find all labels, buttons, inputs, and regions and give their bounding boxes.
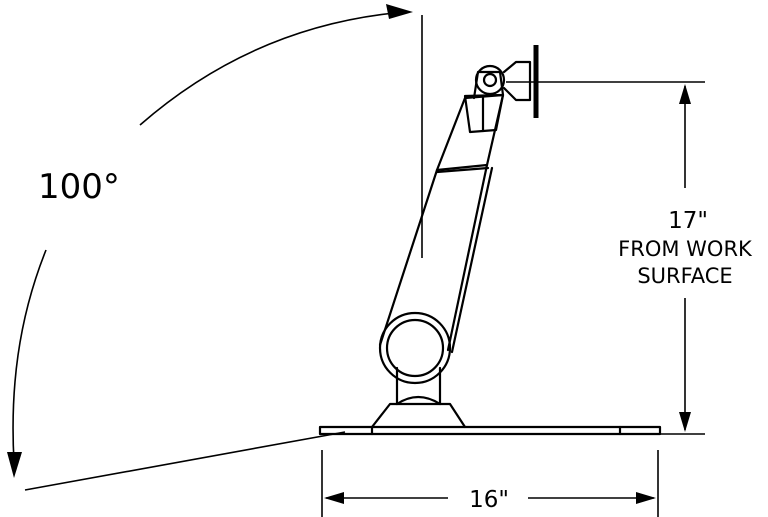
tilt-arc-lower — [12, 249, 47, 463]
elbow-joint — [378, 311, 452, 385]
base-assembly — [318, 366, 662, 436]
tilt-pivot-inner — [482, 72, 498, 88]
width-value-label: 16" — [469, 487, 509, 513]
height-dimension: 17" FROM WORK SURFACE — [506, 81, 753, 435]
lower-arm-outline — [378, 163, 489, 352]
upper-arm-clamp — [463, 93, 505, 134]
upper-arm — [435, 70, 505, 172]
tilt-pivot-outer — [474, 64, 506, 96]
width-arrowhead-right — [636, 492, 656, 504]
lower-arm — [378, 163, 494, 354]
width-arrowhead-left — [324, 492, 344, 504]
tilt-arc-upper — [139, 11, 406, 126]
tilt-arrowhead-upper — [386, 4, 413, 19]
elbow-outer-ring — [378, 311, 452, 385]
pedestal-neck-curve — [395, 395, 442, 406]
tilt-angle-indicator: 100° — [7, 4, 423, 491]
base-pedestal — [370, 402, 467, 429]
height-arrowhead-bottom — [679, 412, 691, 432]
height-desc-line2: SURFACE — [637, 264, 732, 288]
elbow-inner-ring — [385, 318, 445, 378]
width-dimension: 16" — [321, 450, 659, 517]
height-arrowhead-top — [679, 84, 691, 104]
tilt-arrowhead-lower — [7, 452, 22, 478]
lower-arm-ridge — [450, 166, 494, 354]
lower-arm-collar — [435, 166, 490, 174]
height-value-label: 17" — [668, 208, 708, 234]
height-desc-line1: FROM WORK — [618, 237, 753, 261]
tilt-angle-label: 100° — [38, 167, 120, 207]
tilt-reference-line — [24, 431, 346, 491]
tilt-head-bracket — [502, 60, 532, 102]
